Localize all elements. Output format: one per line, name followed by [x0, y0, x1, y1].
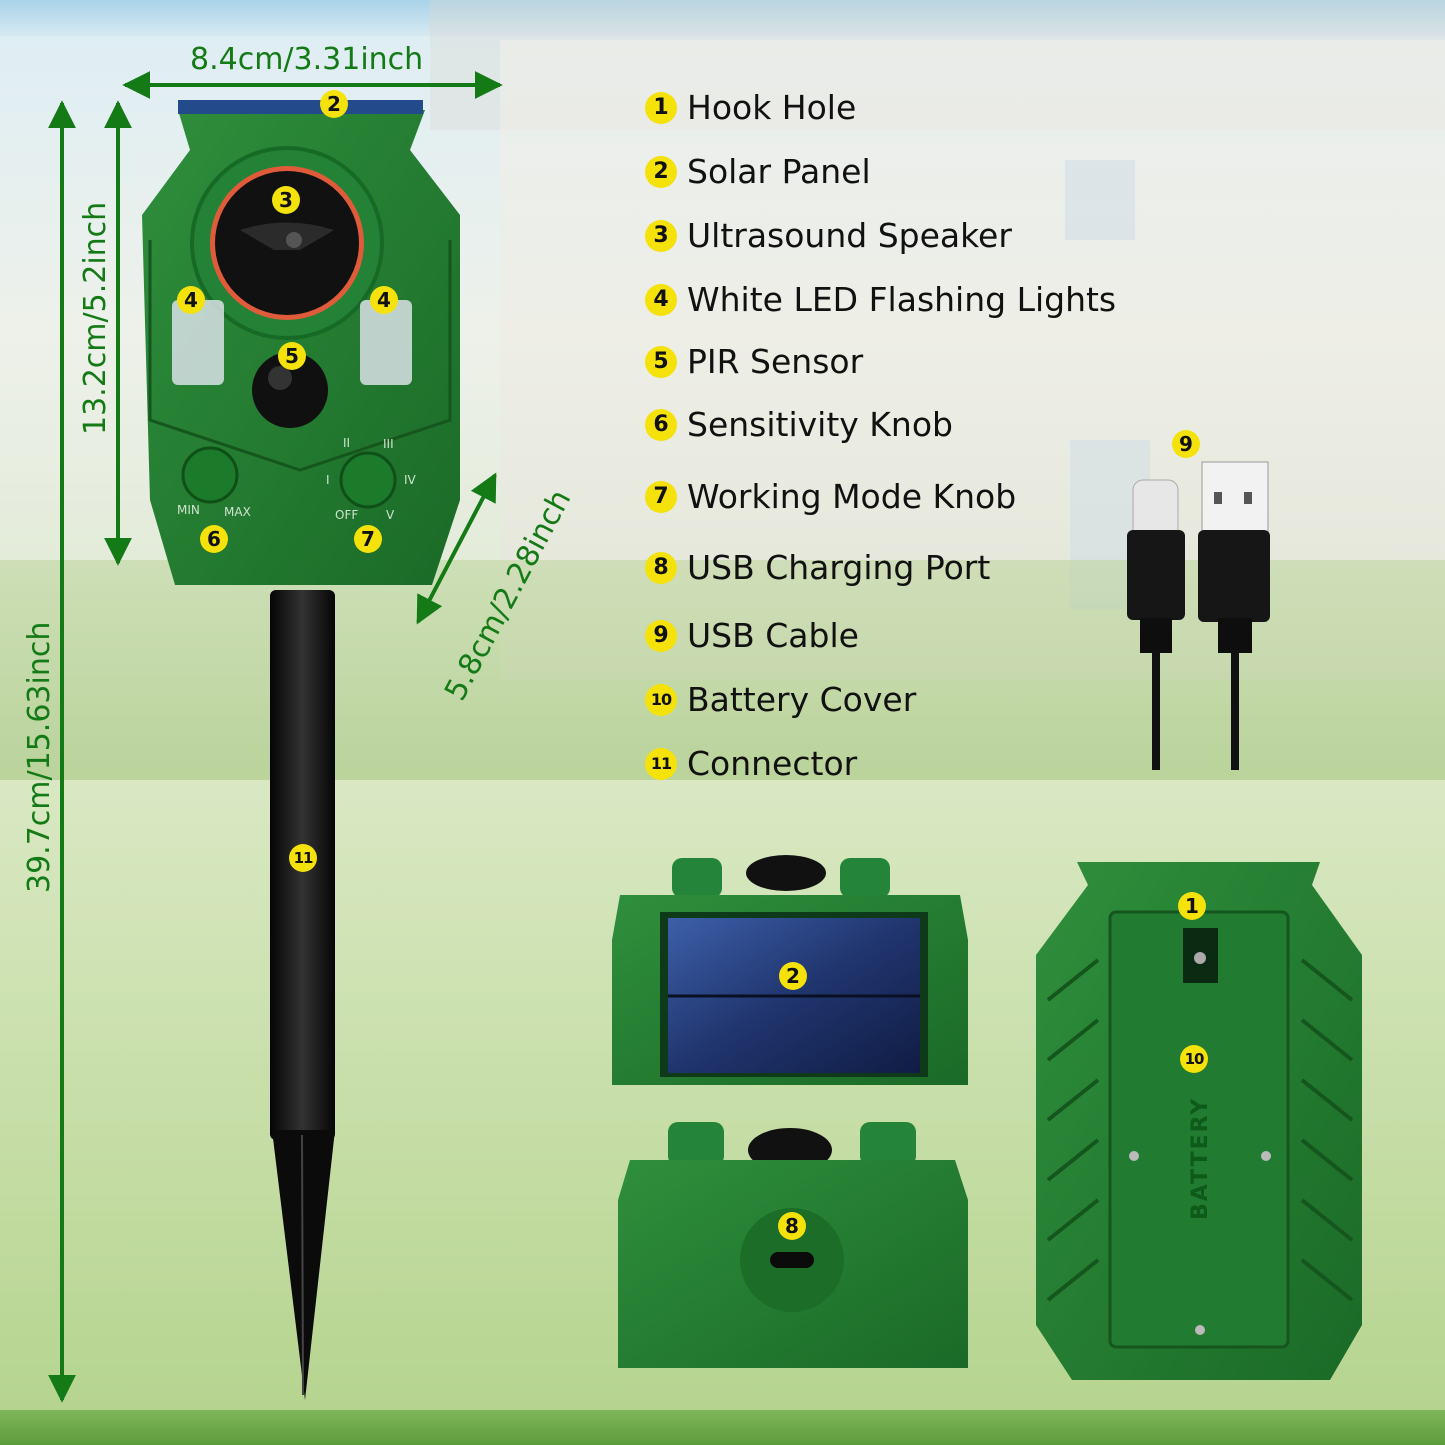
legend-label: PIR Sensor [687, 342, 864, 381]
width-label: 8.4cm/3.31inch [190, 42, 424, 77]
knob-max-label: MAX [224, 505, 251, 519]
legend-item: 8 USB Charging Port [645, 548, 990, 587]
bottom-view-device [618, 1122, 968, 1368]
stake [270, 590, 335, 1400]
callout-sens-knob: 6 [200, 525, 228, 553]
knob-iii-label: III [383, 437, 394, 451]
legend-number: 4 [645, 283, 677, 316]
legend-number: 2 [645, 155, 677, 188]
knob-v-label: V [386, 508, 395, 522]
house-window [1065, 160, 1135, 240]
callout-battery-cover: 10 [1180, 1045, 1208, 1073]
callout-solar-front: 2 [320, 90, 348, 118]
knob-min-label: MIN [177, 503, 200, 517]
legend-number: 9 [645, 619, 677, 652]
legend-item: 7 Working Mode Knob [645, 477, 1016, 516]
legend-item: 5 PIR Sensor [645, 342, 863, 381]
legend-number: 6 [645, 408, 677, 441]
knob-off-label: OFF [335, 508, 359, 522]
callout-led-left: 4 [177, 286, 205, 314]
knob-ii-label: II [343, 436, 351, 450]
knob-iv-label: IV [404, 473, 416, 487]
front-device [142, 100, 460, 585]
legend-item: 9 USB Cable [645, 616, 859, 655]
callout-connector: 11 [289, 844, 317, 872]
top-view-device [612, 855, 968, 1085]
legend-label: USB Cable [687, 616, 859, 655]
legend-item: 4 White LED Flashing Lights [645, 280, 1116, 319]
callout-mode-knob: 7 [354, 525, 382, 553]
legend-number: 11 [645, 747, 677, 780]
grass-strip [0, 1410, 1445, 1445]
legend-label: Hook Hole [687, 88, 857, 127]
callout-solar-top: 2 [779, 962, 807, 990]
callout-pir: 5 [278, 342, 306, 370]
callout-speaker: 3 [272, 186, 300, 214]
legend-number: 7 [645, 480, 677, 513]
battery-label: BATTERY [1188, 1096, 1213, 1220]
legend-label: Ultrasound Speaker [687, 216, 1012, 255]
knob-i-label: I [326, 473, 330, 487]
legend-item: 1 Hook Hole [645, 88, 856, 127]
back-view-device [1036, 862, 1362, 1380]
legend-label: Sensitivity Knob [687, 405, 953, 444]
legend-item: 6 Sensitivity Knob [645, 405, 953, 444]
legend-label: Connector [687, 744, 858, 783]
legend-label: USB Charging Port [687, 548, 991, 587]
legend-item: 3 Ultrasound Speaker [645, 216, 1012, 255]
sky-band [0, 0, 1445, 36]
legend-label: White LED Flashing Lights [687, 280, 1117, 319]
legend-label: Solar Panel [687, 152, 871, 191]
total-height-label: 39.7cm/15.63inch [22, 621, 57, 893]
legend-item: 2 Solar Panel [645, 152, 871, 191]
legend-label: Battery Cover [687, 680, 917, 719]
legend-number: 3 [645, 219, 677, 252]
legend-number: 10 [645, 683, 677, 716]
callout-cable: 9 [1172, 430, 1200, 458]
legend-label: Working Mode Knob [687, 477, 1017, 516]
legend-number: 8 [645, 551, 677, 584]
callout-hook-hole: 1 [1178, 892, 1206, 920]
legend-item: 10 Battery Cover [645, 680, 916, 719]
legend-item: 11 Connector [645, 744, 857, 783]
legend-number: 5 [645, 345, 677, 378]
usb-cable [1127, 461, 1270, 770]
legend-number: 1 [645, 91, 677, 124]
depth-arrow [416, 472, 497, 625]
body-height-label: 13.2cm/5.2inch [78, 201, 113, 435]
callout-led-right: 4 [370, 286, 398, 314]
callout-usb-port: 8 [778, 1212, 806, 1240]
